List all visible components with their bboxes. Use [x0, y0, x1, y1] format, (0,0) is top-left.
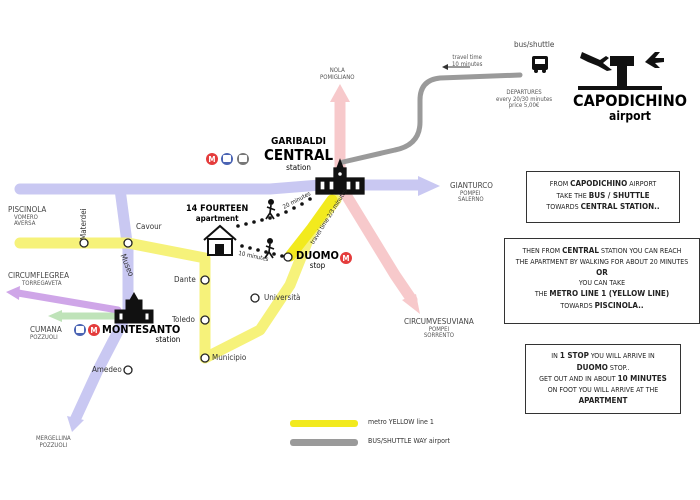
gianturco-arrow	[418, 176, 440, 196]
station-dot-municipio[interactable]	[200, 353, 210, 363]
legend-grey-swatch	[290, 439, 358, 446]
metro-icon	[88, 324, 100, 336]
airplane-takeoff-icon	[580, 52, 612, 71]
mergellina-arrow	[67, 416, 84, 432]
house-icon	[203, 224, 237, 256]
legend-bus-label: BUS/SHUTTLE WAY airport	[368, 437, 451, 445]
station-dot-cavour[interactable]	[123, 238, 133, 248]
station-dot-toledo[interactable]	[200, 315, 210, 325]
pink-line	[334, 94, 418, 306]
cumana-arrow	[48, 310, 62, 322]
bus-shuttle-label: bus/shuttle	[514, 40, 555, 49]
duomo-name: DUOMO	[296, 249, 339, 262]
info-box-central: THEN FROM CENTRAL STATION YOU CAN REACH …	[504, 238, 700, 324]
garibaldi-title: GARIBALDI CENTRAL station	[264, 136, 333, 172]
airport-sub: airport	[609, 108, 651, 123]
walking-path	[236, 197, 312, 258]
airport-name: CAPODICHINO	[573, 91, 688, 110]
station-dot-universita[interactable]	[250, 293, 260, 303]
legend-metro-label: metro YELLOW line 1	[368, 418, 434, 426]
station-dot-duomo[interactable]	[283, 252, 293, 262]
cathedral-icon	[315, 158, 365, 195]
metro-yellow-strong	[284, 194, 338, 262]
montesanto-sub: station	[155, 335, 181, 345]
apartment-label: 14 FOURTEEN apartment	[186, 204, 249, 224]
airplane-landing-icon	[645, 52, 664, 68]
montesanto-name: MONTESANTO	[102, 323, 181, 336]
garibaldi-line3: station	[286, 162, 311, 172]
duomo-sub: stop	[309, 261, 326, 271]
montesanto-transport-icons: M	[74, 324, 100, 336]
dest-piscinola: PISCINOLA VOMERO AVERSA	[8, 205, 47, 228]
station-amedeo[interactable]: Amedeo	[92, 365, 122, 374]
walking-person-icon	[264, 199, 276, 259]
svg-text:M: M	[208, 155, 215, 164]
airport-title: CAPODICHINO airport	[573, 92, 687, 123]
legend-yellow-swatch	[290, 420, 358, 427]
nola-arrow	[330, 84, 350, 102]
metro-icon	[206, 153, 218, 165]
central-transport-icons: M	[206, 153, 249, 165]
dest-gianturco: GIANTURCO POMPEI SALERNO	[450, 181, 493, 204]
station-dot-materdei[interactable]	[79, 238, 89, 248]
garibaldi-line2: CENTRAL	[264, 146, 334, 164]
metro-icon	[340, 252, 352, 264]
info-box-duomo: IN 1 STOP YOU WILL ARRIVE IN DUOMO STOP.…	[525, 344, 681, 414]
bus-icon	[532, 56, 548, 73]
station-toledo[interactable]: Toledo	[172, 315, 195, 324]
dest-circumflegrea: CIRCUMFLEGREA TORREGAVETA	[8, 271, 69, 287]
station-dot-amedeo[interactable]	[123, 365, 133, 375]
station-municipio[interactable]: Municipio	[212, 353, 247, 362]
circumflegrea-line	[14, 289, 122, 314]
montesanto-building-icon	[114, 291, 154, 324]
apartment-line2: apartment	[195, 213, 239, 223]
lavender-line	[14, 179, 426, 426]
airport-icons	[578, 52, 664, 90]
dest-circumvesuviana: CIRCUMVESUVIANA POMPEI SORRENTO	[404, 317, 474, 340]
station-dante[interactable]: Dante	[174, 275, 196, 284]
circumflegrea-arrow	[6, 286, 20, 300]
info-box-airport: FROM CAPODICHINO AIRPORT TAKE THE BUS / …	[526, 171, 680, 223]
duomo-label: DUOMO stop	[296, 249, 339, 271]
apartment-line1: 14 FOURTEEN	[186, 204, 249, 214]
station-dot-dante[interactable]	[200, 275, 210, 285]
station-dots	[79, 238, 293, 375]
garibaldi-line1: GARIBALDI	[271, 136, 327, 147]
control-tower-icon	[578, 56, 662, 90]
svg-text:M: M	[90, 326, 97, 335]
montesanto-label: MONTESANTO station	[102, 323, 181, 345]
station-cavour[interactable]: Cavour	[136, 222, 162, 231]
bus-route	[340, 72, 523, 165]
station-materdei[interactable]: Materdei	[79, 208, 88, 240]
station-universita[interactable]: Università	[264, 293, 301, 302]
circumvesuviana-arrow	[402, 294, 420, 314]
dest-cumana: CUMANA POZZUOLI	[30, 325, 62, 341]
svg-text:M: M	[342, 254, 349, 263]
